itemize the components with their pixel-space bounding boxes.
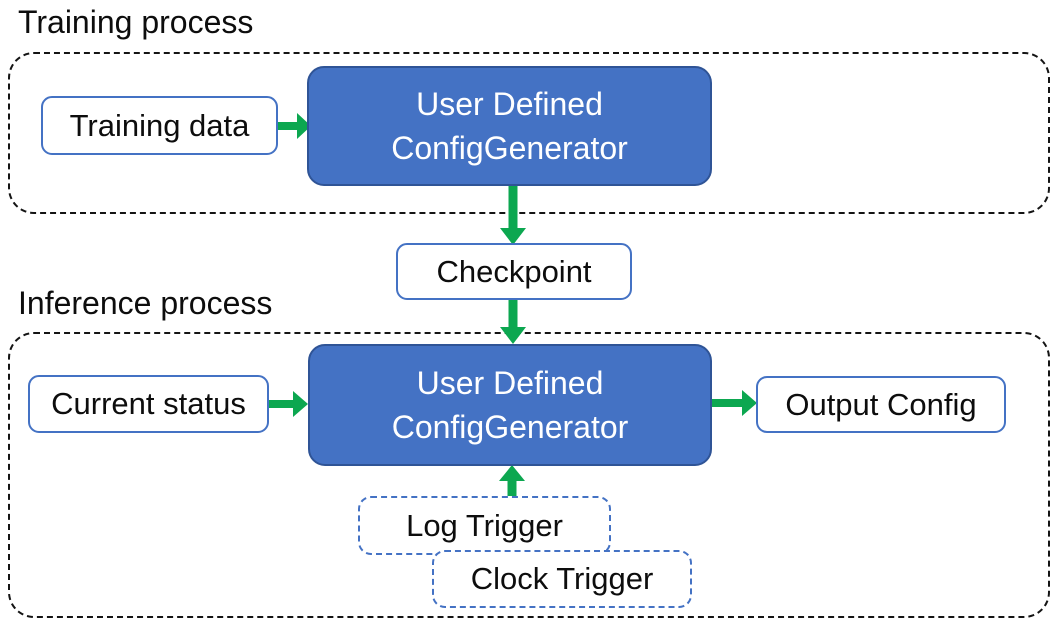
training-process-container [8, 52, 1050, 214]
training-generator-line2: ConfigGenerator [391, 130, 628, 166]
training-process-title: Training process [18, 4, 254, 40]
arrow-current-status-to-generator [268, 390, 308, 418]
training-data-box: Training data [41, 96, 278, 155]
inference-generator-line2: ConfigGenerator [391, 409, 629, 445]
arrow-checkpoint-to-inference-generator [499, 300, 527, 344]
inference-process-title: Inference process [18, 285, 273, 321]
clock-trigger-box: Clock Trigger [432, 550, 692, 608]
arrow-training-data-to-generator [277, 112, 311, 140]
inference-generator-line1: User Defined [416, 365, 604, 401]
training-config-generator-box: User Defined ConfigGenerator [307, 66, 712, 186]
arrow-generator-to-checkpoint [499, 185, 527, 245]
arrow-triggers-to-generator [498, 465, 526, 497]
training-generator-line1: User Defined [416, 86, 603, 122]
inference-process-container [8, 332, 1050, 618]
current-status-box: Current status [28, 375, 269, 433]
checkpoint-box: Checkpoint [396, 243, 632, 300]
log-trigger-box: Log Trigger [358, 496, 611, 555]
output-config-box: Output Config [756, 376, 1006, 433]
inference-config-generator-box: User Defined ConfigGenerator [308, 344, 712, 466]
arrow-generator-to-output-config [712, 389, 757, 417]
